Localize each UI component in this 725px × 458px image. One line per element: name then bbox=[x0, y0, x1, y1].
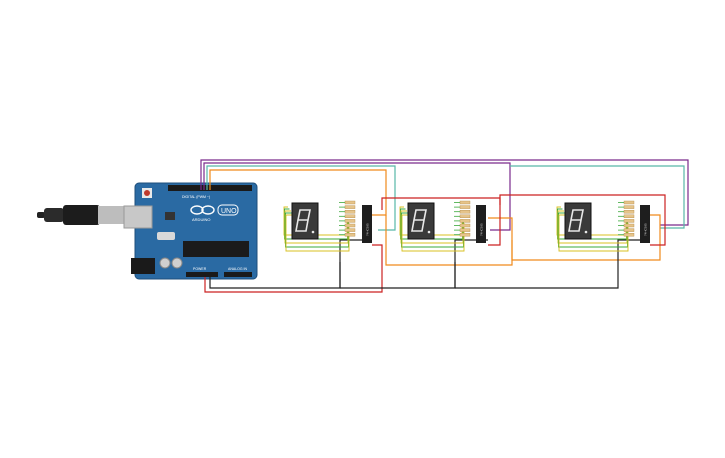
resistor[interactable] bbox=[623, 232, 635, 237]
segment-wire[interactable] bbox=[400, 208, 463, 240]
seven-segment-display[interactable] bbox=[564, 202, 592, 240]
shift-register-ic[interactable] bbox=[640, 205, 650, 243]
usb-cable-end bbox=[37, 212, 45, 218]
segment-wire[interactable] bbox=[401, 214, 465, 252]
resistor[interactable] bbox=[459, 219, 471, 223]
wire-black-drops[interactable] bbox=[339, 262, 456, 288]
resistor[interactable] bbox=[344, 205, 356, 209]
segment-wire[interactable] bbox=[558, 212, 628, 248]
usb-port[interactable] bbox=[123, 205, 153, 229]
resistor[interactable] bbox=[459, 223, 471, 228]
decimal-point-icon bbox=[427, 230, 431, 234]
usb-cable[interactable] bbox=[37, 205, 126, 225]
segment-wire[interactable] bbox=[558, 214, 629, 252]
analog-header[interactable] bbox=[224, 272, 252, 277]
analog-header-label: ANALOG IN bbox=[228, 267, 248, 271]
ic-label: 74HC595 bbox=[644, 223, 648, 236]
ic-label: 74HC595 bbox=[366, 223, 370, 236]
resistor[interactable] bbox=[623, 219, 635, 223]
resistor[interactable] bbox=[623, 214, 635, 219]
decimal-point-icon bbox=[584, 230, 588, 234]
resistor[interactable] bbox=[459, 228, 471, 232]
wire-red-1[interactable] bbox=[204, 244, 383, 293]
ic-label: 74HC595 bbox=[480, 223, 484, 236]
power-jack[interactable] bbox=[131, 258, 155, 274]
resistor[interactable] bbox=[344, 200, 356, 205]
atmega-chip bbox=[183, 241, 249, 257]
wire-orange-2[interactable] bbox=[385, 215, 513, 266]
power-header-label: POWER bbox=[193, 267, 207, 271]
wire-purple-mid[interactable] bbox=[203, 162, 511, 231]
resistor[interactable] bbox=[344, 214, 356, 219]
usb-plug-body bbox=[63, 205, 100, 225]
resistor[interactable] bbox=[623, 205, 635, 209]
resistor[interactable] bbox=[459, 205, 471, 209]
segment-wire[interactable] bbox=[284, 208, 348, 240]
segment-wire[interactable] bbox=[401, 212, 464, 248]
wire-purple-long[interactable] bbox=[200, 159, 689, 226]
arduino-infinity-icon-right bbox=[201, 205, 215, 215]
shift-register-ic[interactable] bbox=[476, 205, 486, 243]
usb-cable-strain-relief bbox=[44, 208, 64, 222]
wire-orange-1[interactable] bbox=[209, 169, 387, 216]
segment-digit-icon bbox=[411, 209, 427, 232]
resistor[interactable] bbox=[623, 228, 635, 232]
arduino-infinity-icon-left bbox=[190, 205, 204, 215]
display-module-2[interactable]: 74HC595 bbox=[399, 200, 486, 252]
seven-segment-display[interactable] bbox=[291, 202, 319, 240]
resistor[interactable] bbox=[344, 228, 356, 232]
resistor[interactable] bbox=[459, 232, 471, 237]
wire-red-3[interactable] bbox=[499, 194, 666, 246]
bus-wires[interactable] bbox=[200, 159, 689, 293]
resistor[interactable] bbox=[623, 209, 635, 214]
segment-wire[interactable] bbox=[285, 212, 349, 248]
arduino-brand-label: ARDUINO bbox=[192, 217, 210, 222]
usb-plug-metal bbox=[98, 206, 126, 224]
display-module-1[interactable]: 74HC595 bbox=[283, 200, 372, 252]
capacitor-1 bbox=[159, 257, 171, 269]
resistor[interactable] bbox=[344, 219, 356, 223]
capacitor-2 bbox=[171, 257, 183, 269]
wire-teal-short[interactable] bbox=[206, 165, 396, 231]
wire-black-3[interactable] bbox=[455, 239, 650, 289]
seven-segment-display[interactable] bbox=[407, 202, 435, 240]
decimal-point-icon bbox=[311, 230, 315, 234]
resistor[interactable] bbox=[344, 209, 356, 214]
resistor[interactable] bbox=[459, 200, 471, 205]
digital-header-label: DIGITAL (PWM ~) bbox=[182, 195, 210, 199]
resistor[interactable] bbox=[459, 214, 471, 219]
arduino-board[interactable]: DIGITAL (PWM ~) UNO ARDUINO POWER ANALOG… bbox=[123, 182, 258, 280]
crystal-oscillator bbox=[157, 232, 175, 240]
power-header[interactable] bbox=[186, 272, 218, 277]
resistor[interactable] bbox=[459, 209, 471, 214]
arduino-logo: UNO ARDUINO bbox=[190, 204, 239, 222]
uno-label: UNO bbox=[221, 208, 237, 215]
resistor[interactable] bbox=[623, 223, 635, 228]
wire-orange-3[interactable] bbox=[511, 214, 661, 261]
segment-digit-icon bbox=[568, 209, 584, 232]
reset-button[interactable] bbox=[144, 190, 150, 196]
usb-chip bbox=[165, 212, 175, 220]
resistor[interactable] bbox=[344, 232, 356, 237]
resistor[interactable] bbox=[623, 200, 635, 205]
segment-wire[interactable] bbox=[285, 214, 350, 252]
uno-badge bbox=[217, 204, 239, 216]
resistor[interactable] bbox=[344, 223, 356, 228]
segment-digit-icon bbox=[295, 209, 311, 232]
display-module-3[interactable]: 74HC595 bbox=[556, 200, 650, 252]
wire-teal-long[interactable] bbox=[510, 165, 685, 229]
segment-wire[interactable] bbox=[557, 208, 627, 240]
shift-register-ic[interactable] bbox=[362, 205, 372, 243]
